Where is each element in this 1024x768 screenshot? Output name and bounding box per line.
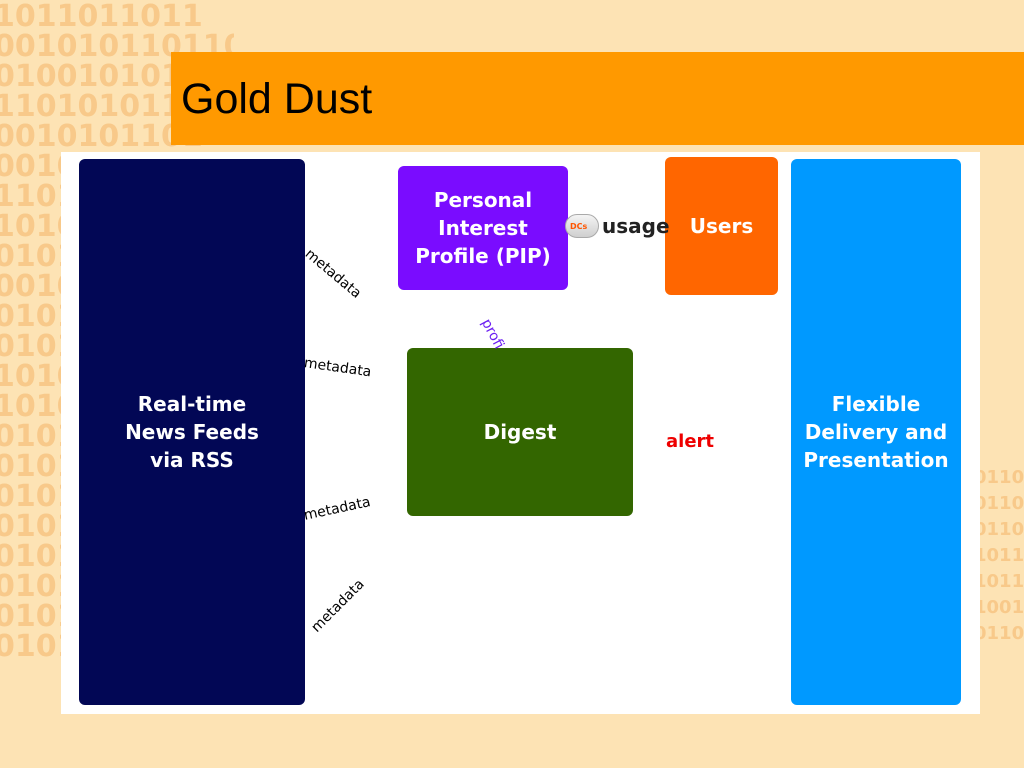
edge-label-alert: alert (666, 431, 715, 452)
node-digest: Digest (407, 348, 633, 516)
slide-title: Gold Dust (181, 75, 373, 123)
edge-label-metadata: metadata (308, 576, 368, 636)
edge-label-usage: usage (602, 214, 670, 238)
node-news-feeds: Real-time News Feeds via RSS (79, 159, 305, 705)
usage-icon-label: DCs (570, 221, 588, 231)
edge-label-profile: profi (477, 316, 507, 352)
title-bar (171, 52, 1024, 145)
node-flexible-delivery: Flexible Delivery and Presentation (791, 159, 961, 705)
edge-label-metadata: metadata (301, 245, 365, 302)
architecture-diagram: Real-time News Feeds via RSS Personal In… (61, 152, 980, 714)
edge-label-metadata: metadata (302, 355, 373, 381)
node-users: Users (665, 157, 778, 295)
usage-docs-icon: DCs (565, 214, 599, 238)
binary-background-pattern-right: 0110 0110 0110 1011 1011 1001 0110 (974, 467, 1024, 644)
node-personal-interest-profile: Personal Interest Profile (PIP) (398, 166, 568, 290)
edge-label-metadata: metadata (302, 494, 373, 524)
